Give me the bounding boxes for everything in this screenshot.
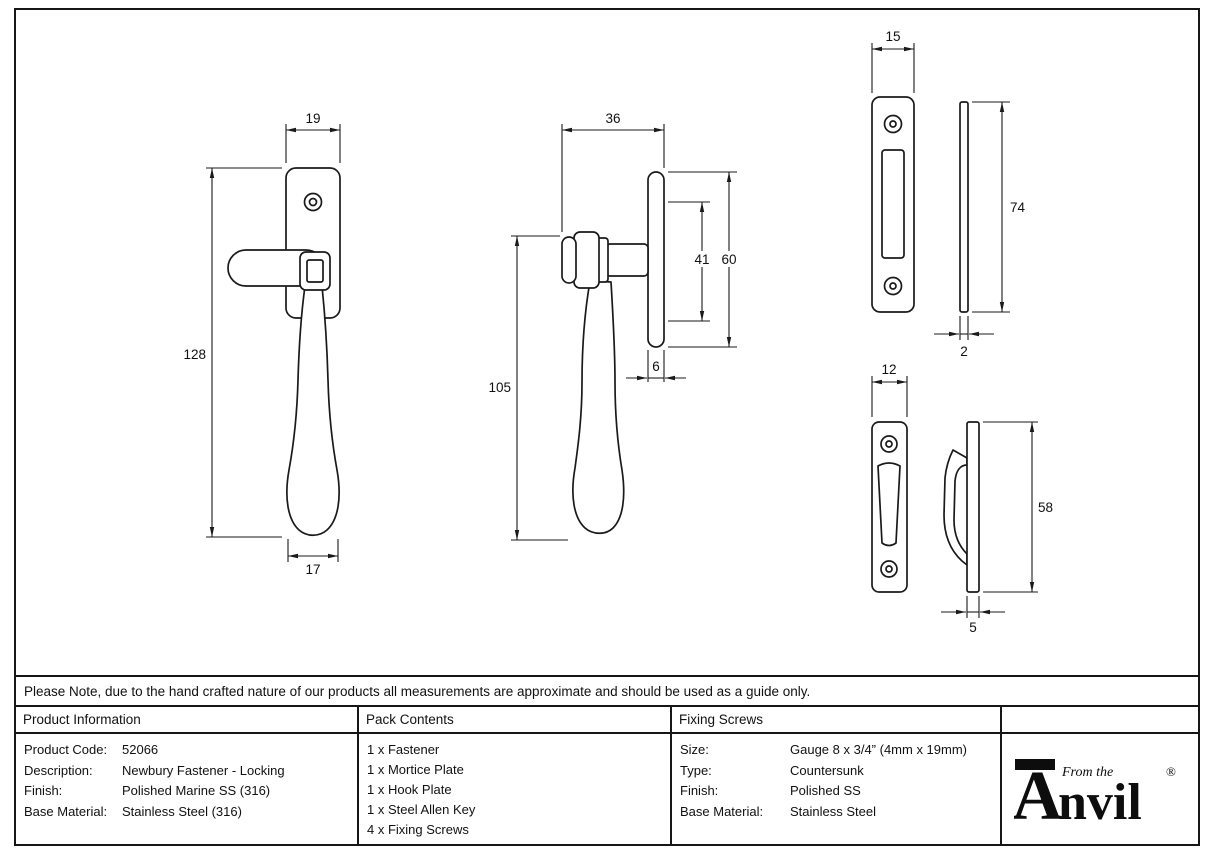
screw-finish-label: Finish: xyxy=(680,783,719,798)
drawings-svg: 19 128 xyxy=(183,29,1053,635)
dim-label-hook-width: 12 xyxy=(881,362,896,377)
side-thickness-dimension: 6 xyxy=(626,350,686,382)
logo-letter-a: A xyxy=(1014,758,1063,826)
product-information-cell: Product Code: 52066 Description: Newbury… xyxy=(16,734,357,844)
front-width-dimension: 19 xyxy=(285,111,341,163)
spec-table: Product Information Pack Contents Fixing… xyxy=(16,705,1198,844)
hook-screw-hole-bottom-inner xyxy=(885,565,893,573)
dim-label-mortice-thickness: 2 xyxy=(960,344,968,359)
dim-label-front-width: 19 xyxy=(305,111,320,126)
product-code-value: 52066 xyxy=(122,742,159,757)
side-handle xyxy=(572,280,625,535)
list-item: 1 x Fastener xyxy=(367,742,440,757)
hook-plate-edge xyxy=(966,421,980,593)
side-knob-stem xyxy=(605,243,649,277)
mortice-plate-view: 15 74 xyxy=(871,29,1026,359)
hook-screw-hole-top-inner xyxy=(885,440,893,448)
logo-brand-text: nvil xyxy=(1058,774,1142,826)
dim-label-mortice-width: 15 xyxy=(885,29,900,44)
side-plate-height-dimension: 60 xyxy=(668,171,739,348)
screw-type-value: Countersunk xyxy=(790,762,864,778)
side-height-dimension: 105 xyxy=(488,235,568,541)
side-backplate xyxy=(647,171,665,348)
table-row: Finish: Polished SS xyxy=(680,781,992,802)
note-bar: Please Note, due to the hand crafted nat… xyxy=(16,675,1198,705)
front-lock-slot xyxy=(306,259,324,283)
dim-label-side-thickness: 6 xyxy=(652,359,660,374)
side-inner-dimension: 41 xyxy=(668,201,712,322)
finish-value: Polished Marine SS (316) xyxy=(122,783,271,798)
pack-contents-cell: 1 x Fastener 1 x Mortice Plate 1 x Hook … xyxy=(357,734,670,844)
screw-finish-value: Polished SS xyxy=(790,783,861,798)
front-handle xyxy=(286,285,340,537)
hook-height-dimension: 58 xyxy=(983,421,1053,593)
base-material-label: Base Material: xyxy=(24,803,108,819)
screw-size-value: Gauge 8 x 3/4” (4mm x 19mm) xyxy=(790,742,967,757)
brand-logo-cell: A From the nvil ® xyxy=(1000,734,1198,844)
table-row: Description: Newbury Fastener - Locking xyxy=(24,761,349,782)
mortice-width-dimension: 15 xyxy=(871,29,915,93)
screw-type-label: Type: xyxy=(680,762,712,778)
finish-label: Finish: xyxy=(24,783,63,798)
table-row: Base Material: Stainless Steel (316) xyxy=(24,802,349,823)
dim-label-side-60: 60 xyxy=(721,252,736,267)
fastener-side-view: 36 105 xyxy=(488,111,739,541)
header-product-information: Product Information xyxy=(16,707,357,734)
base-material-value: Stainless Steel (316) xyxy=(122,803,242,819)
hook-arm xyxy=(943,449,968,566)
front-screw-hole-inner xyxy=(308,197,318,207)
anvil-hammer-icon xyxy=(1015,759,1055,770)
front-bottom-width-dimension: 17 xyxy=(287,539,339,577)
mortice-plate-edge xyxy=(959,101,969,313)
hook-thickness-dimension: 5 xyxy=(941,596,1005,635)
hook-width-dimension: 12 xyxy=(871,362,908,417)
list-item: 4 x Fixing Screws xyxy=(367,822,469,837)
table-row: Type: Countersunk xyxy=(680,761,992,782)
dim-label-mortice-height: 74 xyxy=(1010,200,1026,215)
mortice-height-dimension: 74 xyxy=(972,101,1026,313)
anvil-logo: A From the nvil ® xyxy=(1014,758,1176,826)
side-knob-cap xyxy=(561,236,577,284)
dim-label-side-41: 41 xyxy=(694,252,709,267)
mortice-slot xyxy=(881,149,905,259)
list-item: 1 x Steel Allen Key xyxy=(367,802,476,817)
dim-label-side-height: 105 xyxy=(488,380,511,395)
screw-size-label: Size: xyxy=(680,742,709,757)
fastener-front-view: 19 128 xyxy=(183,111,341,577)
dim-label-front-bottom-width: 17 xyxy=(305,562,320,577)
logo-registered-mark: ® xyxy=(1166,764,1176,779)
screw-base-material-label: Base Material: xyxy=(680,803,764,819)
header-pack-contents: Pack Contents xyxy=(357,707,670,734)
side-width-dimension: 36 xyxy=(561,111,665,232)
table-row: Size: Gauge 8 x 3/4” (4mm x 19mm) xyxy=(680,740,992,761)
table-row: Product Code: 52066 xyxy=(24,740,349,761)
table-row: Finish: Polished Marine SS (316) xyxy=(24,781,349,802)
dim-label-front-height: 128 xyxy=(183,347,206,362)
hook-wedge xyxy=(877,462,901,547)
header-logo-spacer xyxy=(1000,707,1198,734)
mortice-thickness-dimension: 2 xyxy=(934,316,994,359)
table-row: Base Material: Stainless Steel xyxy=(680,802,992,823)
description-label: Description: xyxy=(24,762,93,778)
list-item: 1 x Hook Plate xyxy=(367,782,452,797)
fixing-screws-cell: Size: Gauge 8 x 3/4” (4mm x 19mm) Type: … xyxy=(670,734,1000,844)
hook-plate-view: 12 58 xyxy=(871,362,1053,635)
technical-drawings: 19 128 xyxy=(16,10,1198,675)
front-height-dimension: 128 xyxy=(183,167,282,538)
drawing-frame: 19 128 xyxy=(14,8,1200,846)
dim-label-hook-height: 58 xyxy=(1038,500,1053,515)
side-knob-body xyxy=(573,231,600,289)
header-fixing-screws: Fixing Screws xyxy=(670,707,1000,734)
screw-base-material-value: Stainless Steel xyxy=(790,803,876,819)
product-code-label: Product Code: xyxy=(24,742,108,757)
dim-label-side-width: 36 xyxy=(605,111,620,126)
list-item: 1 x Mortice Plate xyxy=(367,762,464,777)
mortice-screw-hole-bottom-inner xyxy=(889,282,897,290)
description-value: Newbury Fastener - Locking xyxy=(122,762,285,778)
note-text: Please Note, due to the hand crafted nat… xyxy=(24,683,811,699)
dim-label-hook-thickness: 5 xyxy=(969,620,977,635)
mortice-screw-hole-top-inner xyxy=(889,120,897,128)
logo-tagline: From the xyxy=(1061,765,1113,780)
